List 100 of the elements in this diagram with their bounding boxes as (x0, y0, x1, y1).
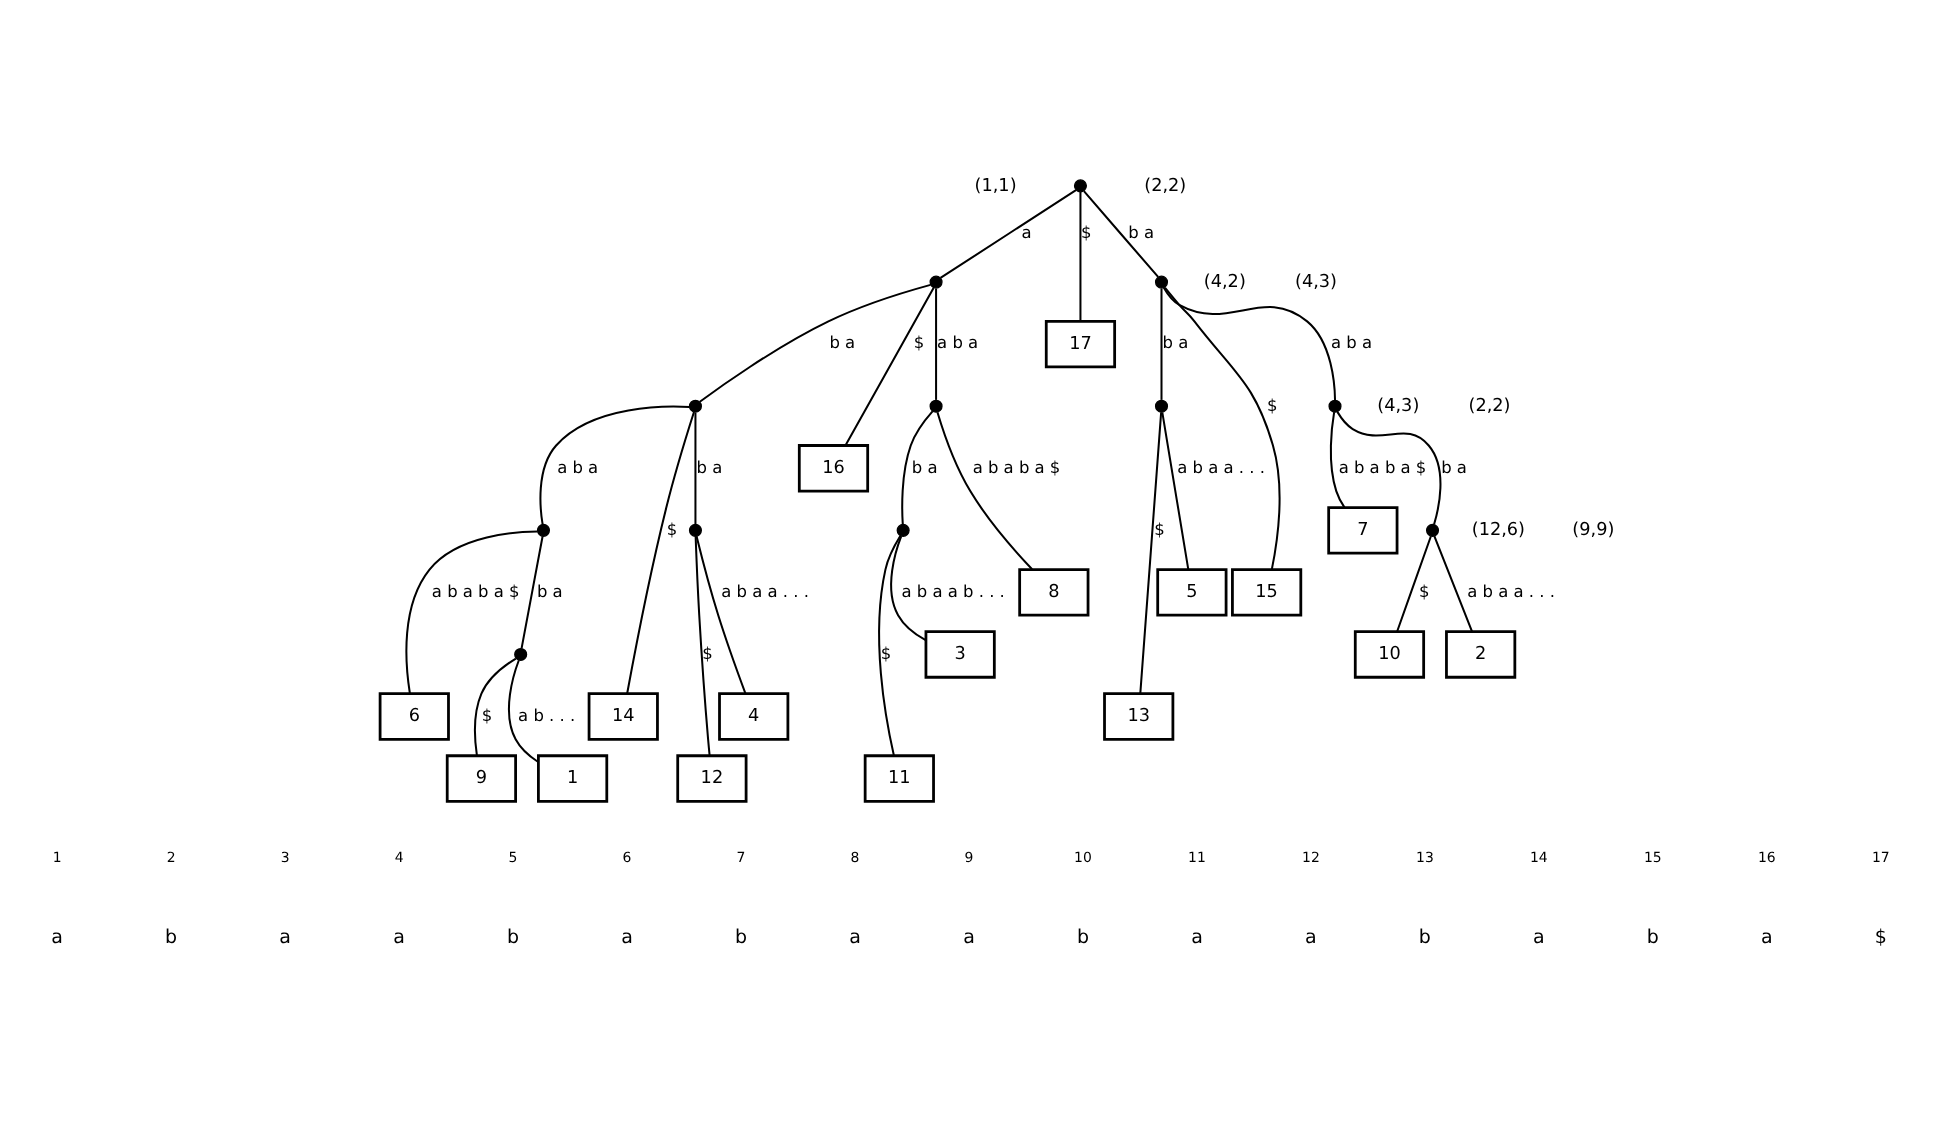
connector (1079, 191, 1082, 322)
label: a (1533, 926, 1545, 949)
node-box: 9 (445, 754, 517, 803)
node-box: 14 (587, 692, 659, 741)
node-circle (1073, 179, 1087, 193)
edge-label: b a (1441, 456, 1467, 477)
connector (1164, 287, 1281, 570)
connector (1396, 535, 1432, 632)
label: a (393, 926, 405, 949)
connector (1161, 412, 1190, 570)
connector (901, 410, 934, 525)
node-box: 7 (1327, 506, 1399, 555)
edge-label: b a (536, 580, 563, 601)
node-circle (929, 275, 943, 289)
edge-label: $ (702, 642, 713, 663)
edge-label: $ (1154, 518, 1165, 539)
edge-label: $ (1419, 580, 1430, 601)
label: a (1761, 926, 1773, 949)
connector (699, 283, 931, 403)
connector (1433, 535, 1473, 632)
label: (12,6) (1471, 521, 1526, 542)
connector (1160, 288, 1163, 400)
node-circle (1154, 399, 1169, 413)
node-circle (688, 523, 702, 537)
node-circle (896, 523, 910, 537)
label: b (165, 926, 178, 949)
node-circle (1328, 399, 1342, 413)
edge-label: $ (913, 332, 925, 353)
edge-label: a b a b a $ (431, 580, 520, 601)
node-box: 5 (1156, 568, 1228, 617)
connector (694, 412, 697, 524)
connector (473, 657, 517, 756)
node-box: 10 (1353, 630, 1426, 679)
edge-label: a b a a b . . . (901, 580, 1005, 601)
label: (9,9) (1572, 521, 1615, 542)
edge-label: a (1021, 222, 1032, 243)
connector (507, 659, 539, 763)
label: a (1305, 926, 1317, 949)
connector (1162, 287, 1337, 401)
label: (4,3) (1377, 396, 1420, 417)
label: $ (1874, 926, 1887, 949)
edge-label: $ (481, 704, 493, 725)
label: a (51, 926, 63, 949)
connector (890, 535, 927, 642)
connector (1336, 411, 1442, 525)
edge-label: a b a (1330, 332, 1372, 353)
label: (1,1) (974, 176, 1017, 197)
label: b (1418, 926, 1431, 949)
node-box: 2 (1445, 630, 1517, 679)
edge-label: b a (829, 332, 856, 353)
edge-label: $ (880, 642, 892, 663)
node-box: 16 (797, 444, 870, 493)
connector (405, 530, 538, 694)
connector (939, 189, 1077, 279)
label: a (621, 926, 633, 949)
label: b (1076, 926, 1090, 949)
label: (4,2) (1203, 272, 1246, 293)
label: (2,2) (1144, 176, 1187, 197)
label: b (1646, 926, 1659, 949)
edge-label: a b a (937, 332, 979, 353)
label: a (279, 926, 291, 949)
edge-label: a b a a . . . (1467, 580, 1555, 601)
label: b (507, 926, 520, 949)
node-circle (1154, 275, 1169, 289)
node-box: 17 (1044, 319, 1117, 369)
node-box: 15 (1231, 568, 1303, 617)
connector (935, 288, 938, 400)
connector (626, 411, 695, 694)
node-box: 6 (378, 692, 450, 741)
edge-label: a b a a . . . (1177, 456, 1265, 477)
edge-label: $ (1267, 394, 1278, 415)
node-box: 11 (863, 754, 935, 803)
edge-label: a b a (557, 456, 599, 477)
edge-label: a b a a . . . (721, 580, 809, 601)
connector (1139, 412, 1163, 694)
label: a (963, 926, 975, 949)
connector (695, 535, 747, 694)
connector (1083, 190, 1159, 278)
connector (539, 405, 690, 525)
edge-label: a b . . . (518, 704, 576, 725)
label: (4,3) (1294, 272, 1338, 293)
edge-label: b a (1162, 332, 1189, 353)
label: a (849, 926, 861, 949)
label: (2,2) (1468, 396, 1511, 417)
label: a (1191, 926, 1203, 949)
node-box: 8 (1018, 568, 1090, 617)
connector (1329, 412, 1346, 508)
node-circle (536, 523, 551, 537)
edge-label: a b a b a $ (1338, 456, 1427, 477)
connector (844, 287, 935, 446)
node-circle (1425, 523, 1440, 537)
edge-label: $ (666, 518, 678, 539)
node-box: 4 (718, 692, 790, 741)
node-box: 1 (537, 754, 609, 803)
edge-label: b a (696, 456, 723, 477)
node-box: 3 (924, 630, 996, 679)
label: b (735, 926, 748, 949)
node-circle (929, 399, 943, 413)
connector (694, 536, 711, 756)
node-circle (688, 399, 702, 413)
